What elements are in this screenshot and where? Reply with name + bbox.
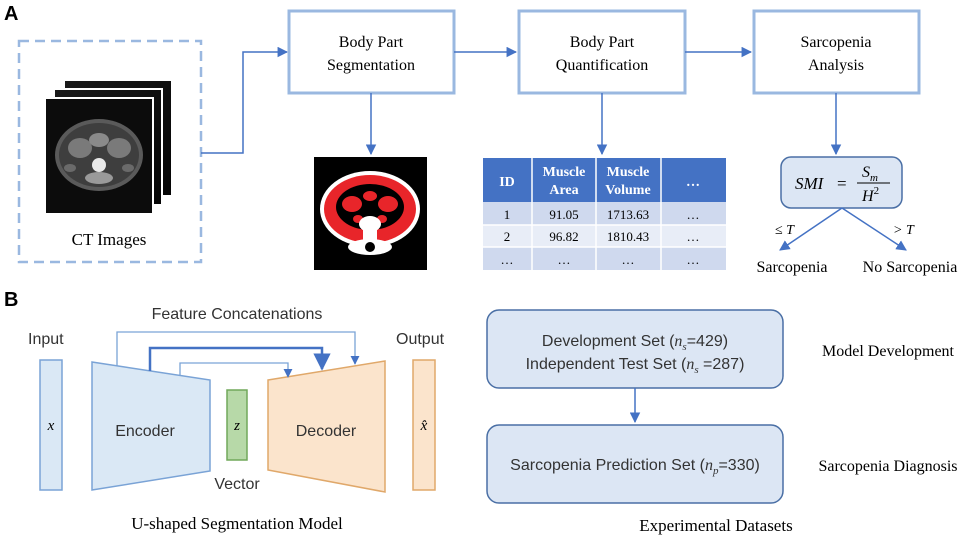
prediction-set-box: Sarcopenia Prediction Set (np=330) <box>486 424 784 504</box>
step-box-analysis: Sarcopenia Analysis <box>752 9 921 95</box>
encoder-block <box>91 361 211 491</box>
independent-test-set-n: n <box>686 356 694 373</box>
step-quantification-line2: Quantification <box>556 57 648 74</box>
model-caption: U-shaped Segmentation Model <box>131 514 343 533</box>
skip-connection-inner <box>179 362 293 378</box>
skip-connection-outer <box>116 331 360 366</box>
prediction-set-sub: p <box>712 465 719 477</box>
table-cell: 1 <box>504 207 511 222</box>
table-header-id: ID <box>499 175 515 190</box>
sarcopenia-diagnosis-label: Sarcopenia Diagnosis <box>818 458 957 475</box>
table-header-area-line1: Muscle <box>543 165 586 180</box>
output-vector-bar <box>412 359 436 491</box>
table-cell: 96.82 <box>549 229 578 244</box>
encoder-label: Encoder <box>115 423 175 440</box>
output-label: Output <box>396 331 445 348</box>
table-cell: … <box>622 252 635 267</box>
prediction-set-line: Sarcopenia Prediction Set (np=330) <box>510 457 760 477</box>
table-cell: … <box>687 207 700 222</box>
step-quantification-line1: Body Part <box>570 34 635 51</box>
feature-concatenations-label: Feature Concatenations <box>152 306 323 323</box>
development-set-line: Development Set (ns=429) <box>542 333 728 353</box>
decoder-label: Decoder <box>296 423 357 440</box>
table-header-area-line2: Area <box>549 183 578 198</box>
independent-test-set-text: Independent Test Set ( <box>526 356 687 373</box>
table-header-volume-line1: Muscle <box>607 165 650 180</box>
independent-test-set-line: Independent Test Set (ns =287) <box>526 356 745 376</box>
table-cell: 91.05 <box>549 207 578 222</box>
result-sarcopenia: Sarcopenia <box>756 259 827 276</box>
latent-vector-bar <box>226 389 248 461</box>
table-cell: … <box>501 252 514 267</box>
latent-z-symbol: z <box>233 418 240 434</box>
output-xhat-symbol: x̂ <box>420 418 428 434</box>
development-set-text: Development Set ( <box>542 333 675 350</box>
branch-right-label: > T <box>893 223 915 238</box>
arrow-branch-left <box>779 207 843 251</box>
formula-numerator: Sm <box>862 164 878 184</box>
table-cell: 2 <box>504 229 511 244</box>
segmentation-mask-image <box>314 157 427 270</box>
step-box-quantification: Body Part Quantification <box>517 9 687 95</box>
model-development-label: Model Development <box>822 343 955 360</box>
step-box-segmentation: Body Part Segmentation <box>287 9 456 95</box>
table-cell: … <box>558 252 571 267</box>
step-analysis-line2: Analysis <box>808 57 864 74</box>
decoder-block <box>267 360 386 493</box>
prediction-set-n: n <box>705 457 713 474</box>
ct-images-caption: CT Images <box>72 230 147 249</box>
smi-formula-box: SMI = Sm H2 <box>780 156 903 209</box>
ct-images-box <box>17 39 203 264</box>
formula-denominator: H2 <box>861 185 879 205</box>
datasets-caption: Experimental Datasets <box>639 516 792 535</box>
arrow-ct-to-segmentation <box>201 46 289 154</box>
formula-den-sup: 2 <box>874 185 880 197</box>
table-cell: 1713.63 <box>607 207 649 222</box>
table-header-more: … <box>686 175 700 190</box>
development-set-count: =429) <box>687 333 728 350</box>
step-analysis-line1: Sarcopenia <box>800 34 871 51</box>
step-segmentation-line2: Segmentation <box>327 57 415 74</box>
table-cell: 1810.43 <box>607 229 649 244</box>
development-set-box: Development Set (ns=429) Independent Tes… <box>486 309 784 389</box>
prediction-set-text: Sarcopenia Prediction Set ( <box>510 457 705 474</box>
formula-num-base: S <box>862 164 870 181</box>
quantification-table: ID Muscle Area Muscle Volume … 1 91.05 1… <box>483 158 726 270</box>
development-set-n: n <box>674 333 682 350</box>
development-set-sub: s <box>682 341 686 353</box>
input-vector-bar <box>39 359 63 491</box>
result-no-sarcopenia: No Sarcopenia <box>863 259 958 276</box>
input-label: Input <box>28 331 64 348</box>
skip-connection-middle <box>148 346 331 371</box>
formula-eq: = <box>837 174 847 193</box>
table-cell: … <box>687 252 700 267</box>
table-cell: … <box>687 229 700 244</box>
panel-b-label: B <box>4 289 18 311</box>
input-x-symbol: x <box>47 418 55 434</box>
independent-test-set-sub: s <box>694 364 698 376</box>
formula-num-sub: m <box>870 172 878 184</box>
branch-left-label: ≤ T <box>775 223 795 238</box>
vector-label: Vector <box>214 476 260 493</box>
prediction-set-count: =330) <box>718 457 759 474</box>
ct-image-stack <box>44 79 173 215</box>
step-segmentation-line1: Body Part <box>339 34 404 51</box>
panel-a-label: A <box>4 3 18 25</box>
independent-test-set-count: =287) <box>699 356 745 373</box>
arrow-branch-right <box>841 207 907 251</box>
table-header-volume-line2: Volume <box>605 183 650 198</box>
formula-lhs: SMI <box>795 174 825 193</box>
formula-den-base: H <box>861 188 875 205</box>
